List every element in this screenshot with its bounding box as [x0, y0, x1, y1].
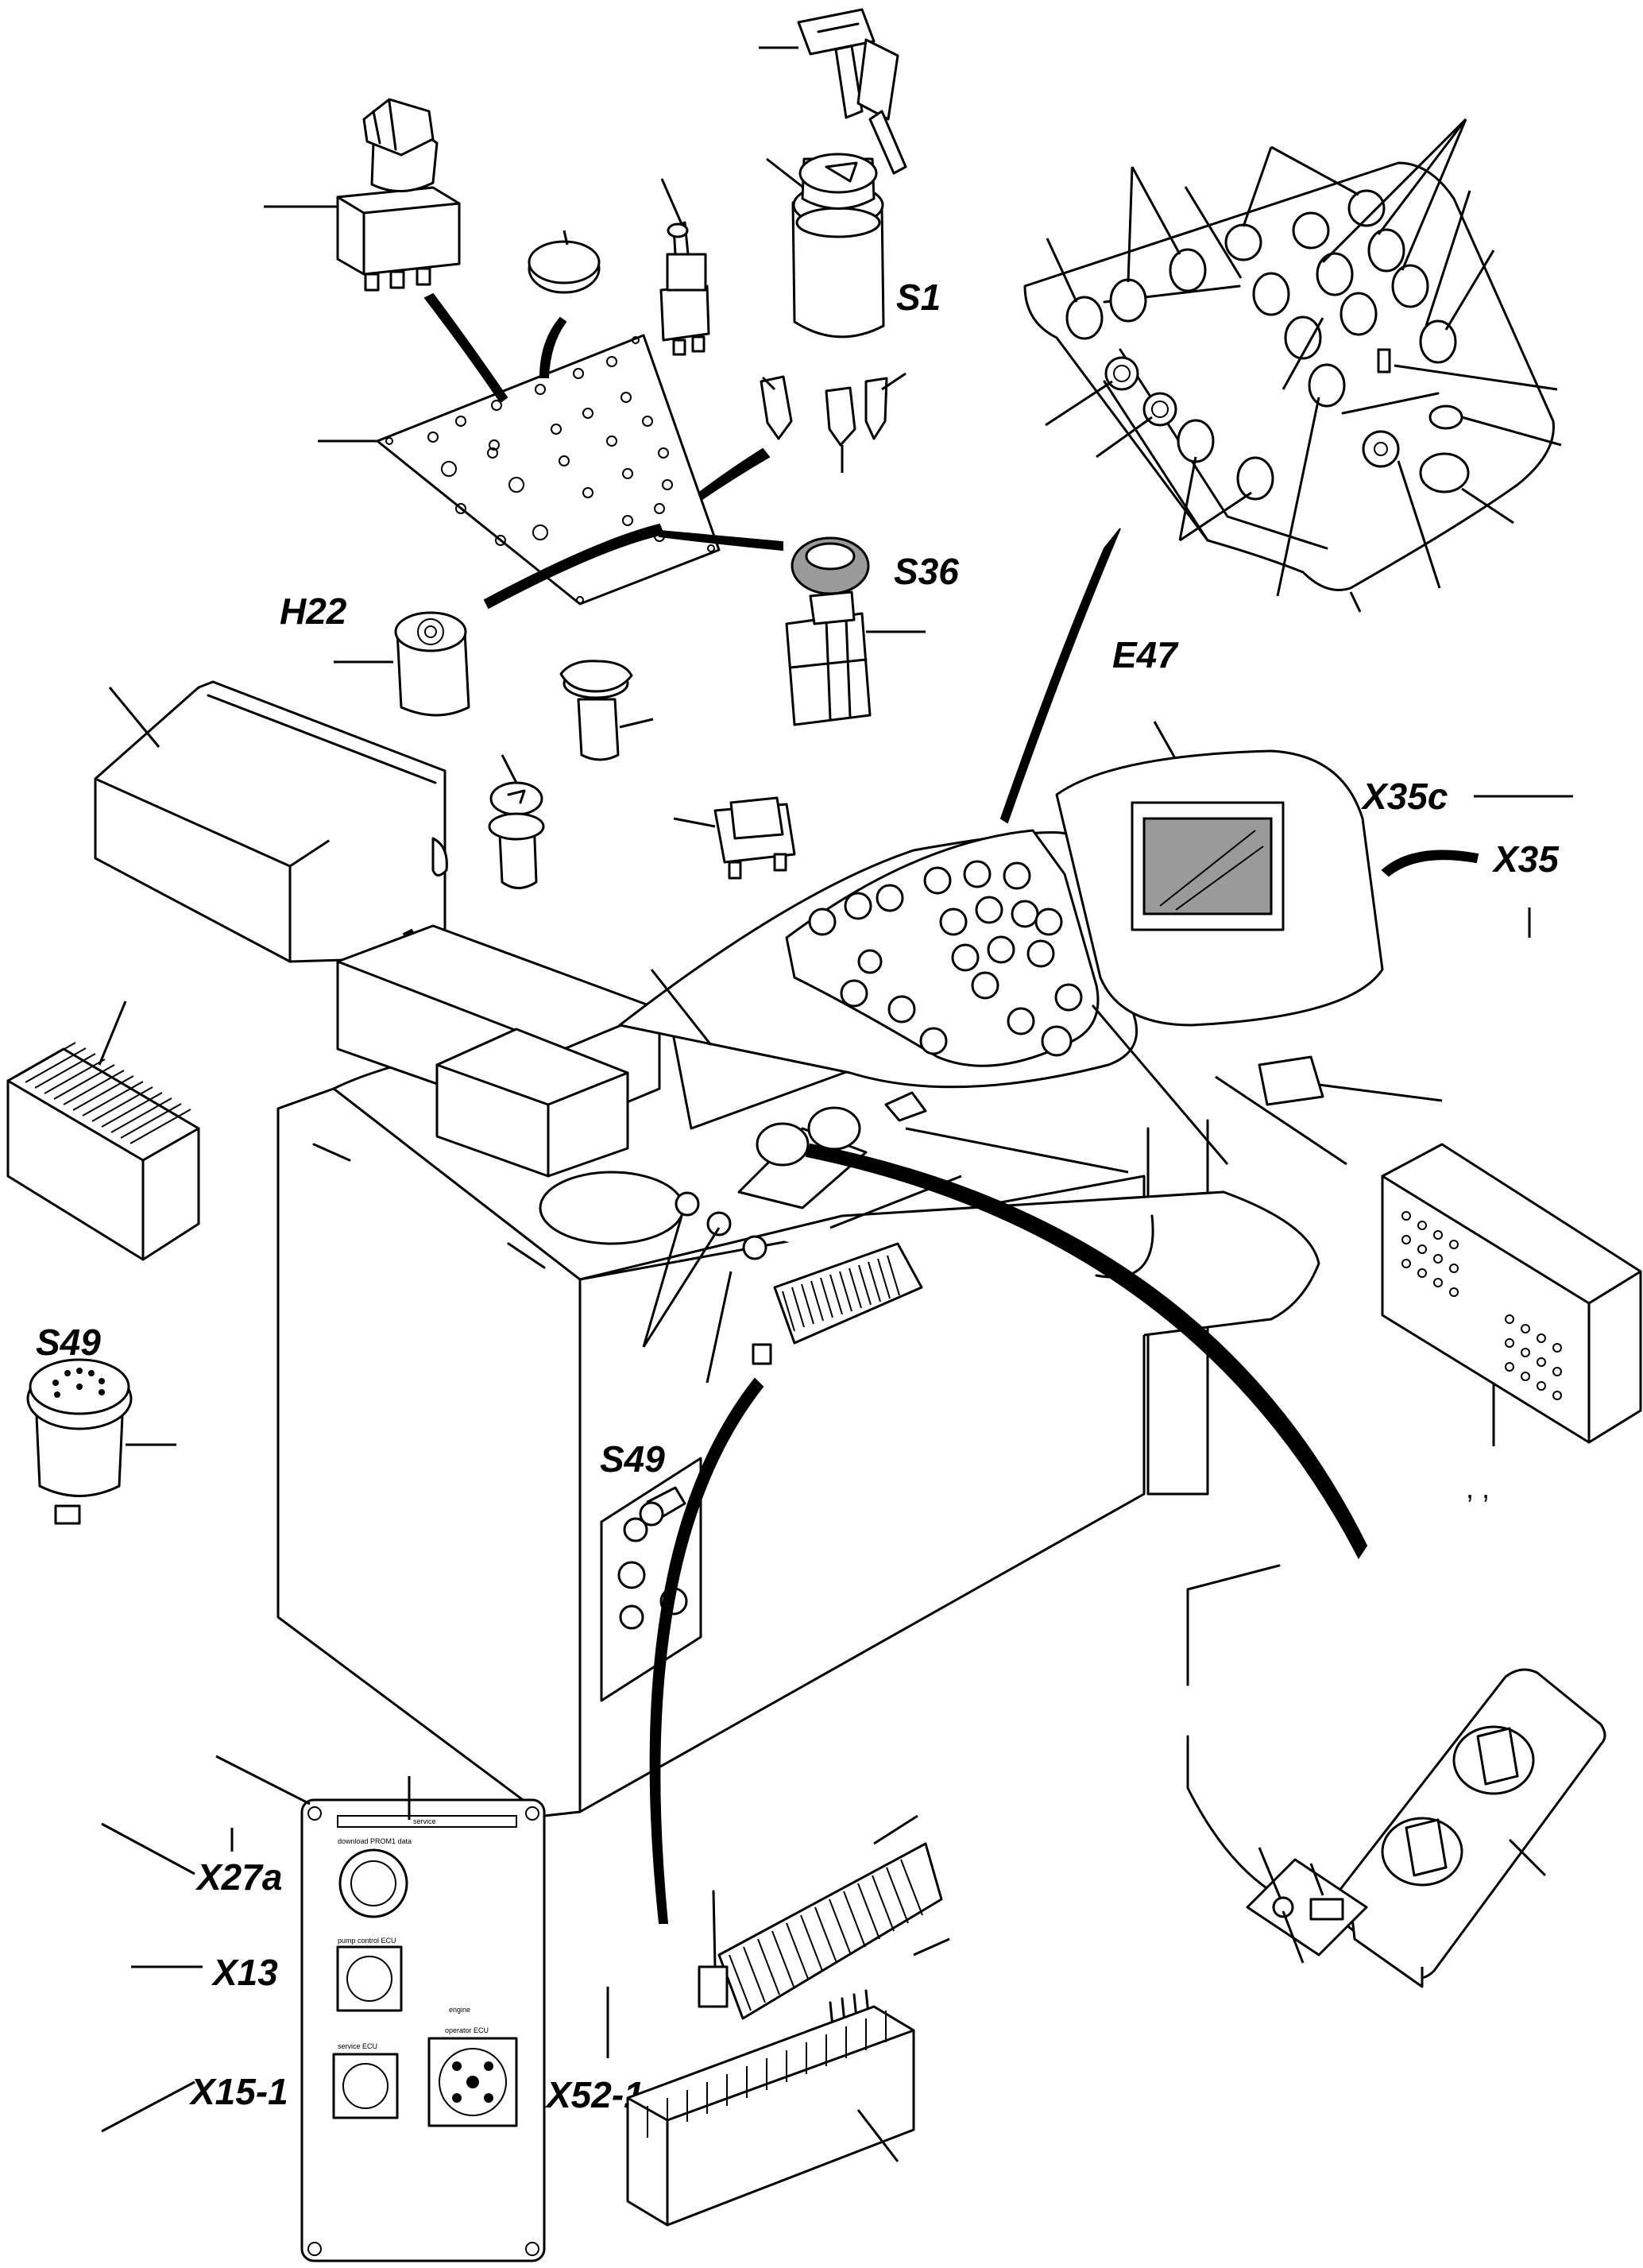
- label-x15-1: X15-1: [188, 2071, 288, 2112]
- console-top: [618, 749, 1443, 1229]
- dashboard-detail: [999, 118, 1562, 824]
- terminal-block-small-slots: [782, 1255, 900, 1332]
- terminal-rail-slots: [729, 1859, 923, 2011]
- mounting-plate: [318, 292, 783, 610]
- plate-holes: [427, 356, 673, 546]
- s49-panel: S49: [600, 1438, 702, 1702]
- connector-plate: service download PROM1 data pump control…: [101, 1755, 644, 2262]
- toggle-switch: [659, 178, 710, 356]
- terminal-rail: [698, 1814, 950, 2044]
- rotary-selector-switch: [264, 98, 461, 292]
- rotary-knobs-console: [756, 1106, 861, 1167]
- key-switch-s1: S1: [760, 153, 941, 473]
- plate-text-row4a: service ECU: [338, 2042, 377, 2050]
- cable-duct-slots: [647, 2011, 887, 2138]
- label-x13: X13: [211, 1952, 278, 1993]
- main-cabinet: [276, 924, 1320, 1817]
- label-s49-left: S49: [36, 1322, 101, 1363]
- plate-text-top: service: [413, 1817, 436, 1825]
- label-e47: E47: [1112, 634, 1179, 675]
- footnote-commas: , ,: [1466, 1472, 1490, 1504]
- label-s36: S36: [894, 551, 959, 592]
- arrow-to-inset: [805, 1143, 1368, 1559]
- arrow-to-terminal-rail: [649, 1377, 764, 1924]
- plate-text-row2: pump control ECU: [338, 1937, 396, 1945]
- label-h22: H22: [280, 590, 347, 632]
- cable-duct: [626, 2005, 915, 2227]
- console-knobs: [808, 860, 1083, 1057]
- label-x35c: X35c: [1360, 776, 1448, 817]
- socket-plug: [559, 660, 654, 761]
- dashboard-leaders: [1045, 118, 1562, 613]
- connector-s49-loose: S49: [26, 1322, 176, 1525]
- heat-sink: [6, 1000, 200, 1261]
- square-push-button: [673, 796, 796, 880]
- plate-text-row4b: operator ECU: [445, 2026, 489, 2034]
- indicator-lamp-h22: H22: [280, 590, 470, 717]
- inset-switch-plate: [1186, 1564, 1606, 1988]
- label-s49-panel: S49: [600, 1438, 665, 1480]
- heat-sink-fins: [15, 1042, 191, 1144]
- control-module-box: [94, 680, 474, 1059]
- relay-module-dots: [1401, 1211, 1562, 1400]
- plate-text-row3: engine: [449, 2006, 470, 2014]
- emergency-stop-s36: S36: [785, 536, 959, 726]
- relay-module: , ,: [1381, 1143, 1642, 1504]
- terminal-block-small: [642, 1215, 923, 1384]
- label-x27a: X27a: [195, 1856, 282, 1898]
- label-x35: X35: [1491, 838, 1560, 880]
- round-button-cap: [528, 230, 601, 294]
- lighter-socket: [488, 754, 545, 889]
- label-s1: S1: [896, 277, 941, 318]
- ignition-keys: [759, 8, 907, 175]
- dashboard-knobs: [1065, 189, 1470, 501]
- plate-text-row1: download PROM1 data: [338, 1837, 412, 1845]
